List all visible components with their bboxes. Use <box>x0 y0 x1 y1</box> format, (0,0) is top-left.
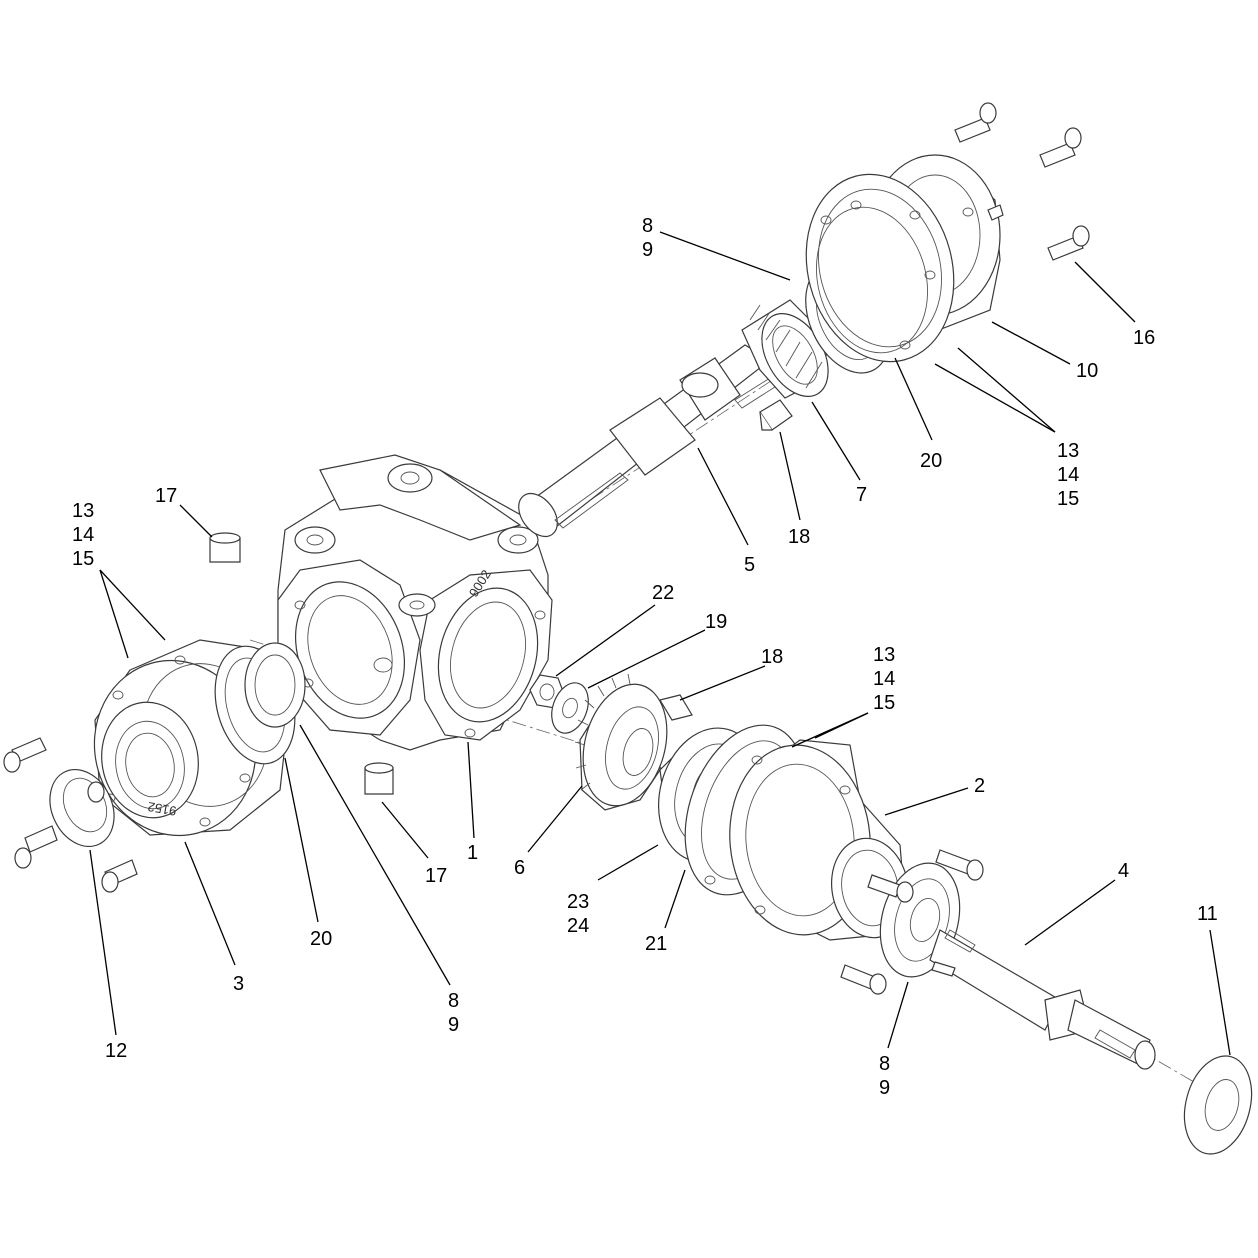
plugs <box>209 532 394 795</box>
callout-20-upper: 20 <box>920 450 942 472</box>
callout-20-left: 20 <box>310 928 332 950</box>
cap-casting-mark: 9152 <box>147 799 178 819</box>
end-seal-washer <box>1183 1055 1253 1155</box>
callout-8-9-left: 8 9 <box>448 990 465 1036</box>
bevel-gear <box>574 673 668 811</box>
key-lower <box>659 694 693 721</box>
callout-19: 19 <box>705 611 727 633</box>
input-shaft <box>518 344 779 538</box>
callout-6: 6 <box>514 857 525 879</box>
callout-3: 3 <box>233 973 244 995</box>
key-upper <box>759 399 793 431</box>
callout-23-24: 23 24 <box>567 891 595 937</box>
callout-1: 1 <box>467 842 478 864</box>
callout-8-9-upper: 8 9 <box>642 215 659 261</box>
output-shaft <box>929 929 1156 1070</box>
callout-17-upper: 17 <box>155 485 177 507</box>
callout-13-14-15-right: 13 14 15 <box>873 644 901 714</box>
callout-13-14-15-upper: 13 14 15 <box>1057 440 1085 510</box>
bolts-left <box>3 737 138 893</box>
leader-lines <box>89 231 1231 1056</box>
callout-16: 16 <box>1133 327 1155 349</box>
callout-4: 4 <box>1118 860 1129 882</box>
callout-8-9-right: 8 9 <box>879 1053 896 1099</box>
callout-10: 10 <box>1076 360 1098 382</box>
callout-21: 21 <box>645 933 667 955</box>
bevel-pinion-gear <box>741 299 831 399</box>
left-gasket-and-bearing <box>214 642 306 765</box>
callout-13-14-15-left: 13 14 15 <box>72 500 100 570</box>
callout-18-upper: 18 <box>788 526 810 548</box>
callout-11: 11 <box>1197 903 1218 925</box>
gearbox-housing: 9002 <box>277 454 553 751</box>
upper-end-cap <box>805 154 1001 363</box>
callout-labels: 1 2 3 4 5 6 7 8 9 8 9 8 9 10 11 12 13 14… <box>72 215 1218 1099</box>
callout-18-lower: 18 <box>761 646 783 668</box>
callout-12: 12 <box>105 1040 127 1062</box>
bolts-upper <box>954 102 1090 261</box>
callout-17-lower: 17 <box>425 865 447 887</box>
callout-5: 5 <box>744 554 755 576</box>
callout-7: 7 <box>856 484 867 506</box>
callout-2: 2 <box>974 775 985 797</box>
bolts-right <box>840 849 984 995</box>
callout-22: 22 <box>652 582 674 604</box>
